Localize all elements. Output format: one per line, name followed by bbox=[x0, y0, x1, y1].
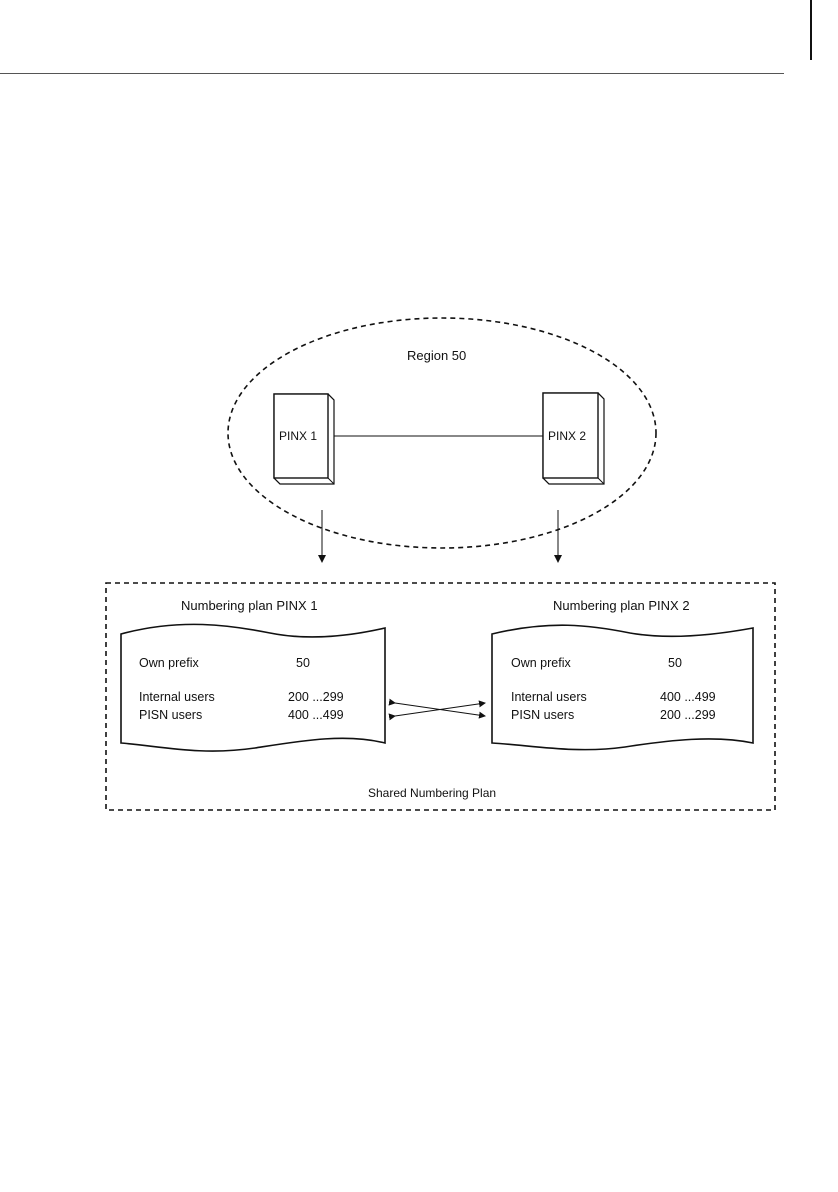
plan2-internal-users-value: 400 ...499 bbox=[660, 690, 716, 704]
plan1-document bbox=[121, 624, 385, 751]
plan2-pisn-users-value: 200 ...299 bbox=[660, 708, 716, 722]
plan1-pisn-users-value: 400 ...499 bbox=[288, 708, 344, 722]
plan1-internal-users-label: Internal users bbox=[139, 690, 215, 704]
plan2-pisn-users-label: PISN users bbox=[511, 708, 574, 722]
plan1-pisn-users-label: PISN users bbox=[139, 708, 202, 722]
pinx2-label: PINX 2 bbox=[548, 429, 586, 443]
plan1-own-prefix-value: 50 bbox=[296, 656, 310, 670]
plan2-own-prefix-label: Own prefix bbox=[511, 656, 571, 670]
plan2-own-prefix-value: 50 bbox=[668, 656, 682, 670]
plan1-internal-users-value: 200 ...299 bbox=[288, 690, 344, 704]
plan2-internal-users-label: Internal users bbox=[511, 690, 587, 704]
plan1-own-prefix-label: Own prefix bbox=[139, 656, 199, 670]
plan2-document bbox=[492, 625, 753, 749]
region-label: Region 50 bbox=[407, 348, 466, 363]
plan1-title: Numbering plan PINX 1 bbox=[181, 598, 318, 613]
pinx1-label: PINX 1 bbox=[279, 429, 317, 443]
shared-plan-label: Shared Numbering Plan bbox=[368, 786, 496, 800]
plan2-title: Numbering plan PINX 2 bbox=[553, 598, 690, 613]
